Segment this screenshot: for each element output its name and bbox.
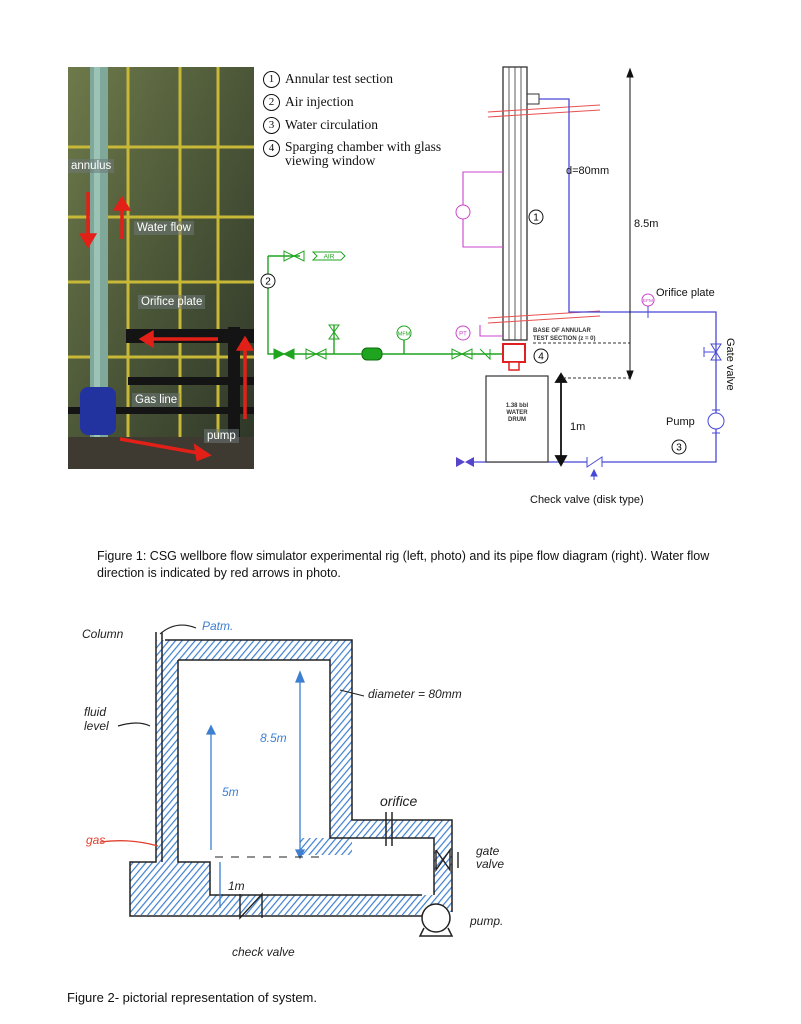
annulus-label: annulus: [68, 159, 115, 173]
legend-text-4: Sparging chamber with glass viewing wind…: [285, 139, 442, 168]
legend-text-3: Water circulation: [285, 117, 378, 132]
legend-item-4: 4 Sparging chamber with glass viewing win…: [263, 140, 443, 168]
air-injection-line: [267, 255, 503, 355]
rig-photo-graphic: [68, 67, 255, 469]
sparging-chamber: [502, 343, 526, 363]
top-fitting: [526, 93, 540, 105]
legend-number-4: 4: [263, 140, 280, 157]
base-label-line2: TEST SECTION (z = 0): [533, 336, 596, 342]
gas-arrow: [99, 840, 159, 847]
sketch-diameter-label: diameter = 80mm: [368, 687, 462, 701]
mass-flow-meter: [396, 325, 412, 341]
circle-2-label: 2: [265, 277, 271, 288]
sketch-pump-label: pump.: [469, 914, 503, 928]
diameter-label: d=80mm: [566, 165, 609, 177]
drum-height-label: 1m: [570, 421, 585, 433]
sketch-outlines: [129, 632, 453, 917]
legend-number-2: 2: [263, 94, 280, 112]
drum-height-dimension: [554, 372, 568, 467]
legend-text-1: Annular test section: [285, 71, 393, 86]
sketch-gate-label: gate: [476, 844, 500, 858]
sketch-gas-label: gas: [86, 833, 105, 847]
fluid-level-arrow: [117, 722, 151, 727]
circle-4-label: 4: [538, 352, 544, 363]
sketch-pump: [418, 903, 454, 937]
pump-label: Pump: [666, 416, 695, 428]
break-marks: [487, 104, 601, 324]
orifice-plate-label: Orifice plate: [138, 295, 206, 309]
column-height-label: 8.5m: [634, 218, 658, 230]
annular-column: [502, 66, 528, 341]
sketch-level-label: level: [84, 719, 109, 733]
drum-label-3: DRUM: [508, 417, 526, 423]
sketch-check-valve-label: check valve: [232, 945, 295, 959]
pressure-tap-lines: [462, 171, 503, 337]
air-filter: [361, 347, 383, 361]
pt-label: PT: [459, 332, 467, 338]
pump-symbol: [707, 412, 725, 430]
base-label-line1: BASE OF ANNULAR: [533, 328, 591, 334]
legend-item-2: 2 Air injection: [263, 94, 354, 112]
number-circles: [260, 209, 687, 455]
column-height-dimension: [626, 67, 634, 381]
sketch-patm-label: Patm.: [202, 619, 233, 633]
air-inlet-valve: [283, 250, 305, 262]
diameter-arrow: [339, 689, 365, 697]
figure2-caption: Figure 2- pictorial representation of sy…: [67, 990, 317, 1005]
gate-valve-label: Gate valve: [724, 338, 736, 391]
check-valve: [586, 456, 603, 480]
air-line-end-valve: [451, 348, 491, 361]
water-flow-label: Water flow: [134, 221, 194, 235]
air-tag-text: AIR: [324, 254, 335, 261]
drum-label-1: 1.38 bbl: [506, 403, 529, 409]
pt-gauge-lower: [455, 325, 471, 341]
sketch-column-label: Column: [82, 627, 124, 641]
sketch-valve-label: valve: [476, 857, 504, 871]
pump-label: pump: [204, 429, 239, 443]
drain-valve: [456, 457, 474, 467]
figure1-caption: Figure 1: CSG wellbore flow simulator ex…: [97, 549, 710, 580]
pipe-flow-diagram: PT AIR MFM BASE OF ANNULAR TEST SECTION …: [260, 66, 736, 506]
system-sketch: Column fluid level diameter = 80mm orifi…: [82, 619, 504, 959]
legend-number-3: 3: [263, 117, 280, 135]
legend-item-3: 3 Water circulation: [263, 117, 378, 135]
sketch-85m-label: 8.5m: [260, 731, 287, 745]
mfm-label: MFM: [398, 332, 411, 338]
orifice-plate-label: Orifice plate: [656, 287, 715, 299]
pt-gauge-upper: [455, 204, 471, 220]
air-tag: [311, 251, 346, 261]
circle-1-label: 1: [533, 213, 539, 224]
sketch-gate-valve: [435, 847, 459, 873]
efm-label: EFM: [643, 298, 653, 304]
sketch-orifice: [385, 812, 393, 846]
sketch-5m-label: 5m: [222, 785, 239, 799]
sketch-orifice-label: orifice: [380, 793, 418, 809]
check-valve-label: Check valve (disk type): [530, 494, 644, 506]
sketch-dimensions: [205, 670, 306, 908]
legend-text-2: Air injection: [285, 94, 354, 109]
sketch-check-valve: [239, 892, 263, 920]
air-line-valves: [273, 324, 340, 360]
sketch-1m-label: 1m: [228, 879, 245, 893]
drum-label-2: WATER: [506, 410, 528, 416]
circle-3-label: 3: [676, 443, 682, 454]
sketch-fluid-label: fluid: [84, 705, 106, 719]
legend-number-1: 1: [263, 71, 280, 89]
water-drum: [485, 375, 549, 463]
sparging-chamber-base: [508, 361, 520, 371]
patm-arrow: [159, 624, 197, 635]
gate-valve: [703, 343, 722, 361]
gas-line-label: Gas line: [132, 393, 181, 407]
rig-photo: annulus Water flow Orifice plate Gas lin…: [68, 67, 255, 469]
legend-item-1: 1 Annular test section: [263, 71, 393, 89]
